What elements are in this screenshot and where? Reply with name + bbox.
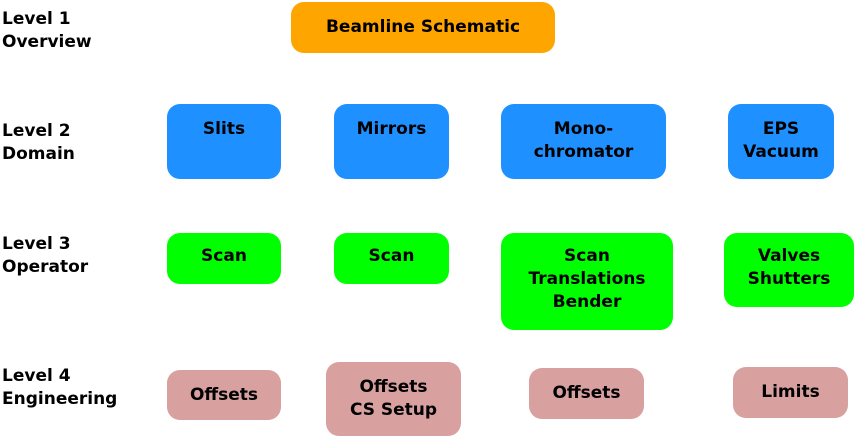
box-label-line: Bender bbox=[552, 292, 622, 312]
slits-scan-box[interactable]: Scan bbox=[167, 233, 281, 284]
monochromator-box[interactable]: Mono- chromator bbox=[501, 104, 666, 179]
box-label-line: Vacuum bbox=[743, 142, 819, 162]
box-label-line: Scan bbox=[564, 246, 610, 266]
mono-offsets-box[interactable]: Offsets bbox=[529, 368, 644, 419]
level-2-role: Domain bbox=[2, 144, 75, 164]
level-1-role: Overview bbox=[2, 32, 92, 52]
level-4-name: Level 4 bbox=[2, 366, 71, 386]
box-label-line: Scan bbox=[201, 246, 247, 266]
box-label-line: Shutters bbox=[747, 269, 831, 289]
level-2-label: Level 2 Domain bbox=[2, 120, 75, 166]
mirrors-box[interactable]: Mirrors bbox=[334, 104, 449, 179]
box-label-line: CS Setup bbox=[349, 400, 438, 420]
box-label-line: chromator bbox=[533, 142, 634, 162]
eps-limits-box[interactable]: Limits bbox=[733, 367, 848, 418]
box-label-line: EPS bbox=[762, 119, 800, 139]
mirrors-offsets-cs-setup-box[interactable]: Offsets CS Setup bbox=[326, 362, 461, 436]
box-label-line: Offsets bbox=[552, 383, 621, 403]
level-4-label: Level 4 Engineering bbox=[2, 365, 117, 411]
mono-operator-box[interactable]: Scan Translations Bender bbox=[501, 233, 673, 330]
valves-shutters-box[interactable]: Valves Shutters bbox=[724, 233, 854, 307]
box-label-line: Offsets bbox=[359, 377, 428, 397]
box-label-line: Offsets bbox=[189, 384, 259, 405]
slits-box[interactable]: Slits bbox=[167, 104, 281, 179]
level-3-label: Level 3 Operator bbox=[2, 233, 88, 279]
box-label-line: Slits bbox=[202, 119, 246, 139]
level-3-role: Operator bbox=[2, 257, 89, 277]
eps-vacuum-box[interactable]: EPS Vacuum bbox=[728, 104, 834, 179]
level-4-role: Engineering bbox=[2, 389, 118, 409]
box-label-line: Mirrors bbox=[356, 119, 427, 139]
level-2-name: Level 2 bbox=[2, 121, 71, 141]
slits-offsets-box[interactable]: Offsets bbox=[167, 370, 281, 420]
box-label-line: Limits bbox=[761, 382, 820, 402]
level-1-name: Level 1 bbox=[2, 9, 71, 29]
box-label-line: Valves bbox=[757, 246, 821, 266]
level-3-name: Level 3 bbox=[2, 234, 71, 254]
beamline-schematic-box[interactable]: Beamline Schematic bbox=[291, 2, 555, 53]
box-label-line: Beamline Schematic bbox=[325, 17, 521, 37]
mirrors-scan-box[interactable]: Scan bbox=[334, 233, 449, 284]
box-label-line: Translations bbox=[528, 269, 646, 289]
box-label-line: Mono- bbox=[553, 119, 614, 139]
box-label-line: Scan bbox=[368, 246, 415, 266]
level-1-label: Level 1 Overview bbox=[2, 8, 92, 54]
